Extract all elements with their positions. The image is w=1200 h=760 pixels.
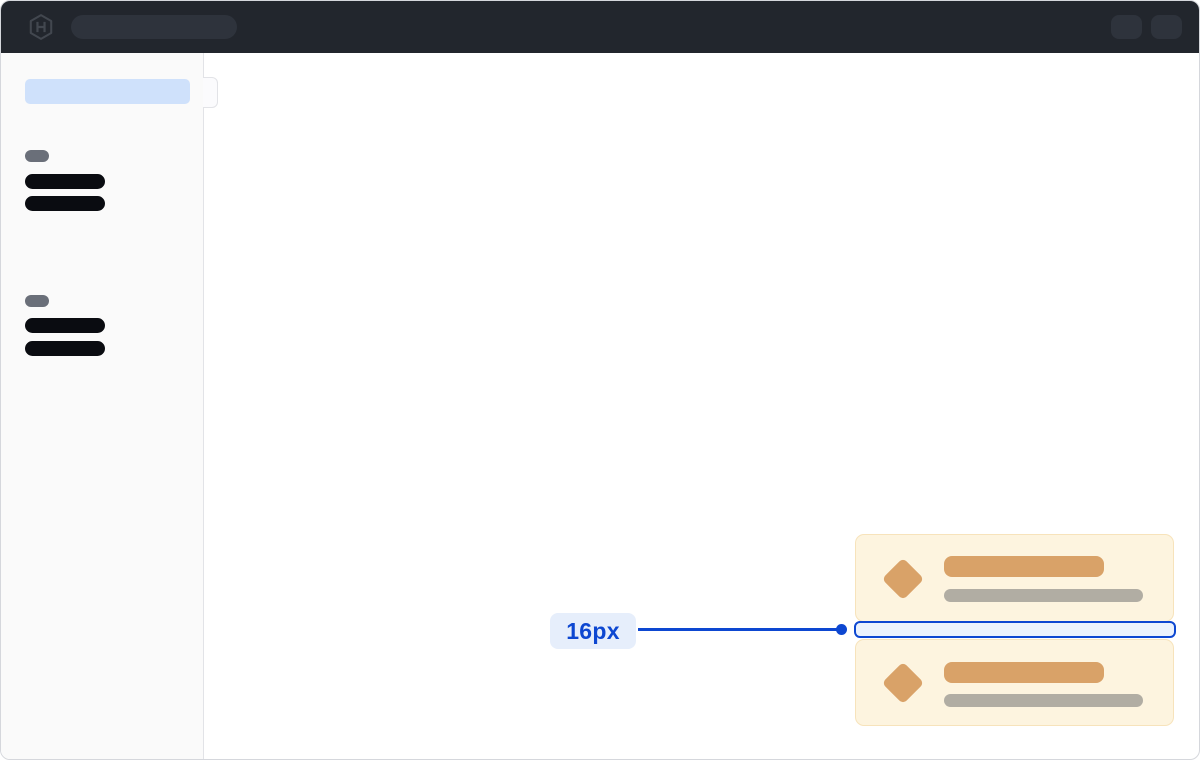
card-2-title-skeleton: [944, 662, 1104, 683]
topbar-nav-placeholder[interactable]: [71, 15, 237, 39]
sidebar-group-1-item-2[interactable]: [25, 196, 105, 211]
spacing-gap-highlight: [854, 621, 1176, 638]
topbar-action-button-2[interactable]: [1151, 15, 1182, 39]
card-2-subtitle-skeleton: [944, 694, 1143, 707]
card-1-title-skeleton: [944, 556, 1104, 577]
diamond-icon: [881, 557, 925, 601]
sidebar-group-1-item-1[interactable]: [25, 174, 105, 189]
diamond-icon: [881, 661, 925, 705]
card-1-subtitle-skeleton: [944, 589, 1143, 602]
sidebar-group-2-item-2[interactable]: [25, 341, 105, 356]
topbar: [1, 1, 1199, 53]
spacing-value-label: 16px: [550, 613, 636, 649]
topbar-action-button-1[interactable]: [1111, 15, 1142, 39]
sidebar-group-2-item-1[interactable]: [25, 318, 105, 333]
measure-dot: [836, 624, 847, 635]
sidebar-collapse-handle[interactable]: [203, 77, 218, 108]
card-2[interactable]: [855, 639, 1174, 726]
sidebar-group-1-heading-pill: [25, 150, 49, 162]
measure-line: [638, 628, 838, 631]
hashicorp-logo-icon: [28, 13, 54, 41]
card-1[interactable]: [855, 534, 1174, 622]
sidebar: [1, 53, 204, 759]
sidebar-group-2-heading-pill: [25, 295, 49, 307]
sidebar-selected-nav-item[interactable]: [25, 79, 190, 104]
